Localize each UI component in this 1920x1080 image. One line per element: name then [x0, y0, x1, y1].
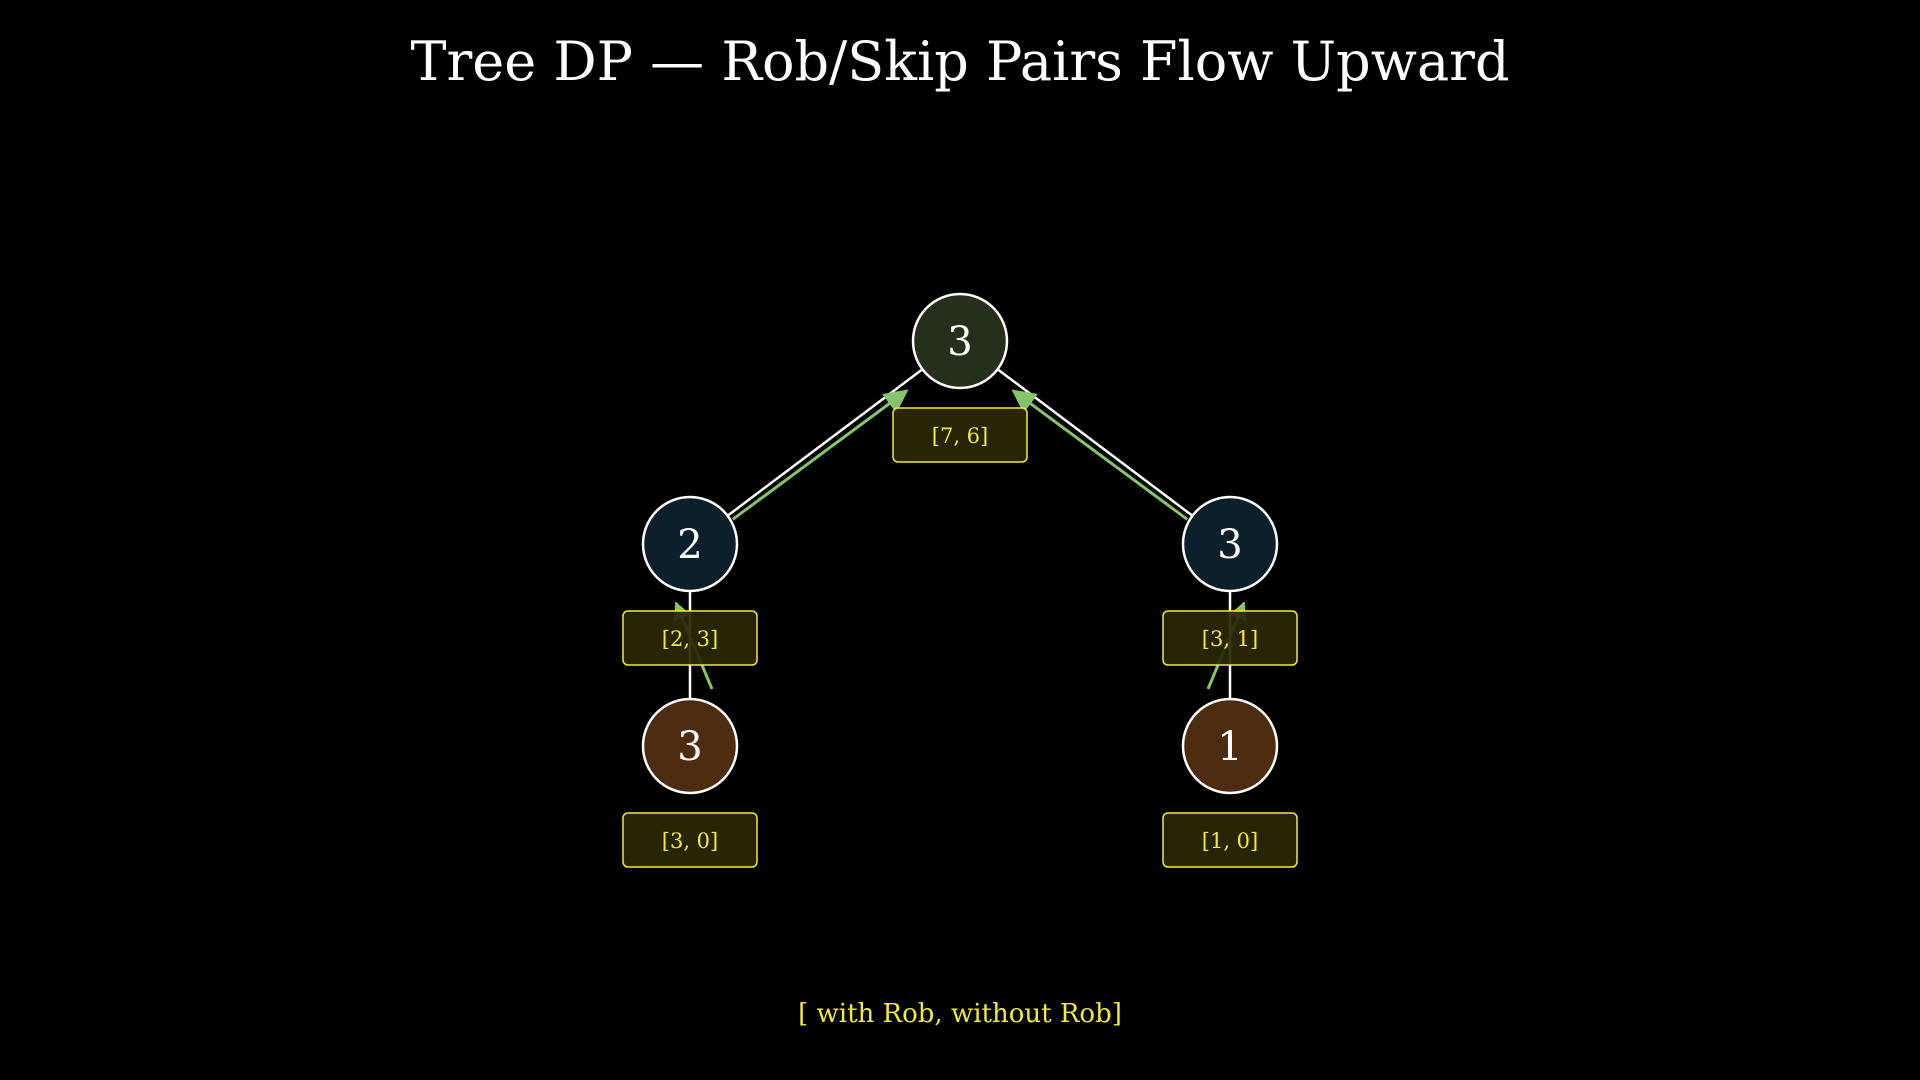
pair-box — [1162, 812, 1298, 868]
node-circle — [1181, 495, 1279, 593]
tree-node-right: 3 — [1181, 495, 1279, 593]
node-value: 3 — [677, 724, 702, 770]
pair-box — [622, 610, 758, 666]
pair-label-right-leaf: [1, 0] — [1162, 812, 1298, 868]
pair-labels-layer: [7, 6] [2, 3] [3, 1] [3, 0] [1, 0] — [622, 407, 1298, 868]
diagram-title: Tree DP — Rob/Skip Pairs Flow Upward — [410, 30, 1509, 93]
pair-label-root: [7, 6] — [892, 407, 1028, 463]
node-value: 3 — [1217, 522, 1242, 568]
node-value: 3 — [947, 319, 972, 365]
tree-node-left-leaf: 3 — [641, 697, 739, 795]
pair-label-right: [3, 1] — [1162, 610, 1298, 666]
pair-text: [7, 6] — [932, 424, 988, 448]
node-value: 2 — [677, 522, 702, 568]
tree-node-right-leaf: 1 — [1181, 697, 1279, 795]
flow-arrow-right-to-root — [1011, 389, 1189, 521]
node-circle — [1181, 697, 1279, 795]
node-circle — [641, 697, 739, 795]
node-circle — [641, 495, 739, 593]
pair-text: [3, 1] — [1202, 627, 1258, 651]
pair-box — [1162, 610, 1298, 666]
pair-text: [1, 0] — [1202, 829, 1258, 853]
pair-text: [3, 0] — [662, 829, 718, 853]
node-value: 1 — [1217, 724, 1242, 770]
pair-label-left: [2, 3] — [622, 610, 758, 666]
tree-node-root: 3 — [911, 292, 1009, 390]
tree-node-left: 2 — [641, 495, 739, 593]
nodes-layer: 3 2 3 3 1 — [641, 292, 1279, 795]
pair-text: [2, 3] — [662, 627, 718, 651]
node-circle — [911, 292, 1009, 390]
legend-caption: [ with Rob, without Rob] — [798, 999, 1122, 1029]
flow-arrow-left-to-root — [731, 389, 909, 521]
pair-box — [622, 812, 758, 868]
pair-label-left-leaf: [3, 0] — [622, 812, 758, 868]
pair-box — [892, 407, 1028, 463]
